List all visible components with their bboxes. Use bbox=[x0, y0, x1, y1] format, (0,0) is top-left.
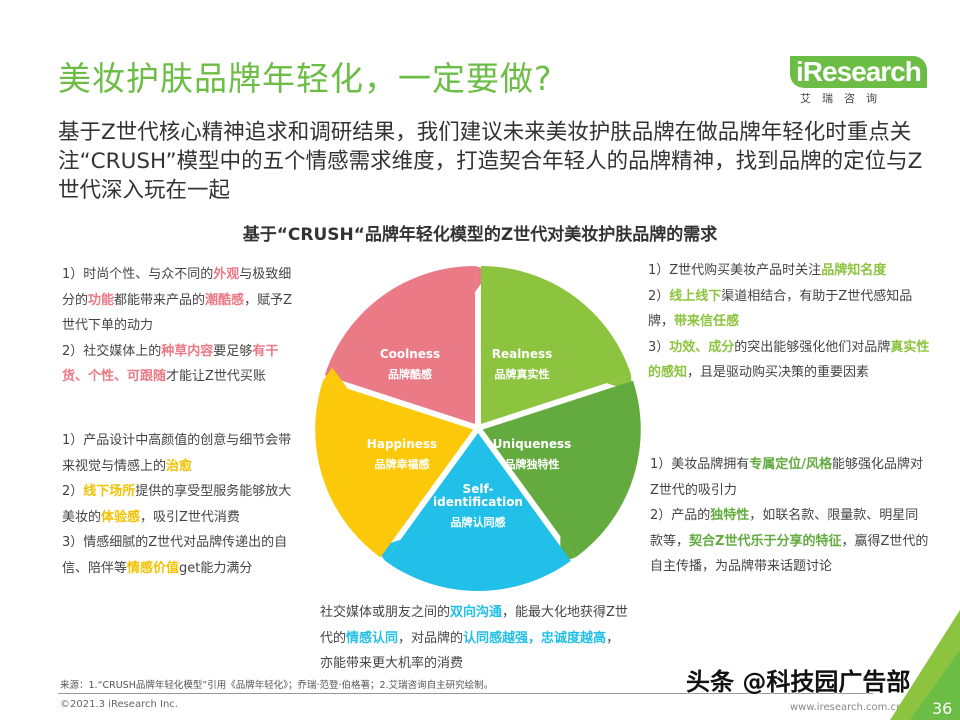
highlight-text: 外观 bbox=[213, 267, 240, 282]
copyright: ©2021.3 iResearch Inc. bbox=[60, 699, 178, 710]
text-run: ，亦能带来更大机率的消费 bbox=[320, 630, 620, 672]
self-identification-description: 社交媒体或朋友之间的双向沟通，能最大化地获得Z世代的情感认同，对品牌的认同感越强… bbox=[320, 600, 630, 677]
segment-label-cn: 品牌幸福感 bbox=[375, 457, 430, 471]
segment-label-en: Happiness bbox=[367, 437, 437, 451]
highlight-text: 功效、成分 bbox=[669, 339, 735, 355]
segment-label-en: Realness bbox=[492, 347, 553, 361]
text-run: 1）美妆品牌拥有 bbox=[650, 457, 750, 472]
highlight-text: 契合Z世代乐于分享的特征 bbox=[689, 533, 842, 549]
text-run: 1）Z世代购买美妆产品时关注 bbox=[648, 263, 822, 278]
highlight-text: 情感认同 bbox=[346, 630, 399, 646]
uniqueness-description: 1）美妆品牌拥有专属定位/风格能够强化品牌对Z世代的吸引力 2）产品的独特性，如联… bbox=[650, 452, 930, 580]
highlight-text: 线下场所 bbox=[83, 484, 136, 499]
realness-description: 1）Z世代购买美妆产品时关注品牌知名度 2）线上线下渠道相结合，有助于Z世代感知品… bbox=[648, 258, 930, 386]
segment-label-en: Coolness bbox=[380, 347, 440, 361]
intro-text: 基于Z世代核心精神追求和调研结果，我们建议未来美妆护肤品牌在做品牌年轻化时重点关… bbox=[58, 120, 923, 203]
highlight-text: 真实性的感知 bbox=[648, 339, 930, 381]
corner-decoration bbox=[890, 610, 960, 720]
pie-arrow-tip bbox=[375, 539, 401, 561]
text-run: 社交媒体或朋友之间的 bbox=[320, 605, 451, 620]
text-run: ，能最大化地获得Z世代的 bbox=[320, 605, 628, 646]
diagram-title: 基于“CRUSH“品牌年轻化模型的Z世代对美妆护肤品牌的需求 bbox=[242, 225, 718, 245]
crush-model-pie: Coolness 品牌酷感 Realness 品牌真实性 Uniqueness 品牌独特性… bbox=[315, 265, 641, 591]
text-run: 都能带来产品的 bbox=[114, 292, 206, 308]
highlight-text: 带来信任感 bbox=[674, 314, 740, 329]
highlight-text: 品牌知名度 bbox=[821, 263, 887, 278]
pie-segment-self-identification bbox=[385, 433, 571, 591]
pie-segment-happiness bbox=[315, 380, 474, 558]
text-run: ，对品牌的 bbox=[398, 630, 464, 646]
logo-cn: 艾瑞咨询 bbox=[800, 92, 888, 105]
segment-label-en: Uniqueness bbox=[493, 437, 572, 451]
coolness-description: 1）时尚个性、与众不同的外观与极致细分的功能都能带来产品的潮酷感，赋予Z世代下单… bbox=[62, 262, 294, 390]
text-run: 2）社交媒体上的 bbox=[62, 343, 162, 359]
highlight-text: 种草内容 bbox=[161, 343, 214, 359]
text-run: get能力满分 bbox=[179, 560, 253, 576]
text-run: 的突出能够强化他们对品牌 bbox=[734, 339, 891, 355]
text-run: 2）产品的 bbox=[650, 508, 711, 523]
text-run: ，吸引Z世代消费 bbox=[140, 509, 240, 525]
text-run: 1）时尚个性、与众不同的 bbox=[62, 267, 214, 282]
highlight-text: 治愈 bbox=[166, 458, 193, 474]
highlight-text: 潮酷感 bbox=[205, 292, 245, 308]
happiness-description: 1）产品设计中高颜值的创意与细节会带来视觉与情感上的治愈 2）线下场所提供的享受型… bbox=[62, 428, 294, 581]
text-run: 与极致细分的 bbox=[62, 267, 292, 308]
text-run: 3） bbox=[648, 339, 670, 355]
source-note: 来源：1.“CRUSH品牌年轻化模型”引用《品牌年轻化》；乔瑞·范登·伯格著；2… bbox=[60, 680, 494, 691]
pie-segment-realness bbox=[480, 265, 632, 424]
highlight-text: 体验感 bbox=[101, 509, 141, 525]
text-run: ，且是驱动购买决策的重要因素 bbox=[687, 365, 870, 380]
highlight-text: 认同感越强，忠诚度越高 bbox=[463, 630, 607, 646]
highlight-text: 独特性 bbox=[710, 508, 750, 523]
text-run: 2） bbox=[648, 288, 670, 304]
highlight-text: 情感价值 bbox=[127, 560, 180, 576]
slide-title: 美妆护肤品牌年轻化，一定要做? bbox=[58, 59, 553, 98]
text-run: ，赢得Z世代的自主传播，为品牌带来话题讨论 bbox=[650, 533, 929, 575]
text-run: ，赋予Z世代下单的动力 bbox=[62, 292, 292, 334]
text-run: 才能让Z世代买账 bbox=[166, 369, 266, 384]
segment-label-cn: 品牌酷感 bbox=[388, 367, 432, 381]
pie-arrow-tip bbox=[322, 367, 348, 389]
highlight-text: 双向沟通 bbox=[450, 605, 503, 620]
text-run: 要足够 bbox=[213, 343, 253, 359]
segment-label-cn: 品牌独特性 bbox=[505, 457, 560, 471]
segment-label-cn: 品牌真实性 bbox=[495, 367, 550, 381]
text-run: 能够强化品牌对Z世代的吸引力 bbox=[650, 457, 924, 498]
website: www.iresearch.com.cn bbox=[790, 702, 903, 713]
highlight-text: 有干货、个性、可跟随 bbox=[62, 343, 279, 385]
logo-word: iResearch bbox=[790, 56, 927, 88]
highlight-text: 线上线下 bbox=[669, 288, 722, 304]
highlight-text: 专属定位/风格 bbox=[749, 457, 833, 472]
page-number: 36 bbox=[932, 699, 953, 718]
segment-label-en: identification bbox=[433, 495, 523, 509]
text-run: 1）产品设计中高颜值的创意与细节会带来视觉与情感上的 bbox=[62, 433, 292, 474]
footer-divider bbox=[58, 693, 873, 694]
text-run: 2） bbox=[62, 484, 84, 499]
iresearch-logo: iResearch 艾瑞咨询 bbox=[790, 56, 927, 108]
highlight-text: 功能 bbox=[88, 292, 115, 308]
segment-label-en: Self- bbox=[463, 482, 494, 496]
watermark: 头条 @科技园广告部 bbox=[686, 668, 911, 696]
text-run: ，如联名款、限量款、明星同款等， bbox=[650, 508, 919, 549]
segment-label-cn: 品牌认同感 bbox=[451, 515, 506, 529]
text-run: 提供的享受型服务能够放大美妆的 bbox=[62, 484, 292, 525]
pie-segment-coolness bbox=[324, 265, 476, 424]
text-run: 渠道相结合，有助于Z世代感知品牌， bbox=[648, 288, 913, 330]
pie-segment-uniqueness bbox=[482, 380, 641, 558]
text-run: 3）情感细腻的Z世代对品牌传递出的自信、陪伴等 bbox=[62, 535, 288, 576]
